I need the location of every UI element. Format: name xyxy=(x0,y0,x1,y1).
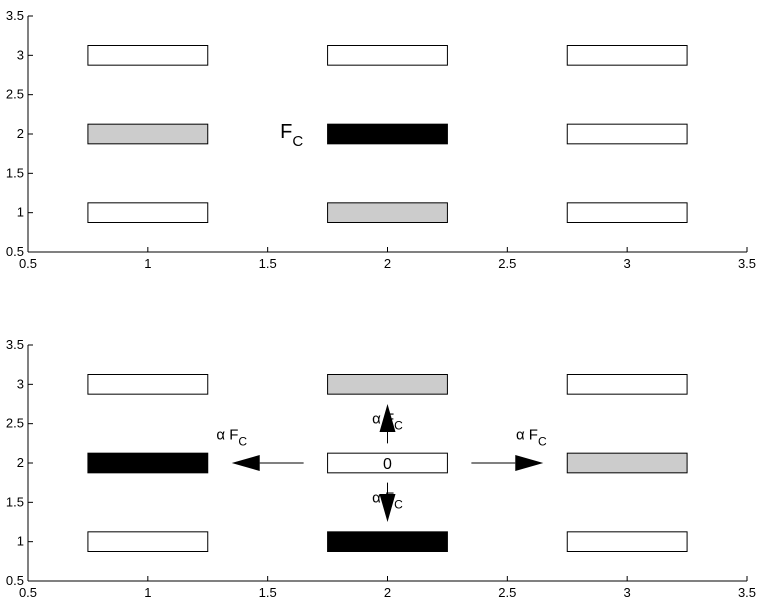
y-tick-label: 3 xyxy=(17,376,24,391)
arrow xyxy=(379,404,396,444)
cell-3-2 xyxy=(566,452,688,474)
arrow xyxy=(231,455,304,471)
arrow xyxy=(379,482,396,522)
cell-3-3 xyxy=(566,374,688,395)
x-tick-label: 3 xyxy=(624,256,631,271)
x-tick-label: 2.5 xyxy=(498,256,516,271)
x-tick-label: 3 xyxy=(624,585,631,600)
annotation-subscript: C xyxy=(292,133,303,150)
cell-2-2 xyxy=(327,452,448,474)
cell-1-1 xyxy=(87,531,209,552)
x-tick-label: 0.5 xyxy=(19,256,37,271)
y-tick-label: 2.5 xyxy=(6,416,24,431)
annotation: α FC xyxy=(516,426,547,448)
annotation: α FC xyxy=(216,426,247,448)
y-tick-label: 0.5 xyxy=(6,573,24,588)
annotation-text: α F xyxy=(516,426,538,443)
x-tick-label: 1 xyxy=(144,585,151,600)
y-tick-label: 1.5 xyxy=(6,165,24,180)
annotation-text: α F xyxy=(216,426,238,443)
x-tick-label: 2 xyxy=(384,256,391,271)
y-tick-label: 1.5 xyxy=(6,494,24,509)
annotation-text: α F xyxy=(372,411,394,428)
x-tick-label: 3.5 xyxy=(738,256,756,271)
x-tick-label: 2 xyxy=(384,585,391,600)
y-tick-label: 3.5 xyxy=(6,8,24,23)
y-tick-label: 2 xyxy=(17,126,24,141)
cell-2-3 xyxy=(327,374,448,395)
annotation-subscript: C xyxy=(394,419,403,433)
cell-label: 0 xyxy=(383,456,392,473)
cell-2-3 xyxy=(327,45,448,66)
y-tick-label: 0.5 xyxy=(6,244,24,259)
cell-2-2 xyxy=(327,123,448,145)
y-tick-label: 2 xyxy=(17,455,24,470)
annotation-subscript: C xyxy=(238,434,247,448)
cell-2-1 xyxy=(327,531,448,552)
x-tick-label: 2.5 xyxy=(498,585,516,600)
annotation-subscript: C xyxy=(538,434,547,448)
x-tick-label: 3.5 xyxy=(738,585,756,600)
cell-1-3 xyxy=(87,45,209,66)
cell-1-1 xyxy=(87,202,209,223)
annotation: α FC xyxy=(372,411,403,433)
cell-1-2 xyxy=(87,452,209,474)
annotation: FC xyxy=(280,121,303,150)
x-tick-label: 1 xyxy=(144,256,151,271)
cell-1-3 xyxy=(87,374,209,395)
cell-2-1 xyxy=(327,202,448,223)
y-tick-label: 1 xyxy=(17,205,24,220)
annotation: α FC xyxy=(372,489,403,511)
annotation-subscript: C xyxy=(394,497,403,511)
y-tick-label: 3 xyxy=(17,47,24,62)
x-tick-label: 1.5 xyxy=(259,585,277,600)
cell-1-2 xyxy=(87,123,209,145)
cell-3-1 xyxy=(566,531,688,552)
x-tick-label: 0.5 xyxy=(19,585,37,600)
cell-3-1 xyxy=(566,202,688,223)
cell-3-3 xyxy=(566,45,688,66)
x-tick-label: 1.5 xyxy=(259,256,277,271)
annotation-text: α F xyxy=(372,489,394,506)
y-tick-label: 2.5 xyxy=(6,87,24,102)
y-tick-label: 1 xyxy=(17,534,24,549)
y-tick-label: 3.5 xyxy=(6,337,24,352)
arrow xyxy=(471,455,544,471)
annotation-text: F xyxy=(280,121,292,143)
cell-3-2 xyxy=(566,123,688,145)
